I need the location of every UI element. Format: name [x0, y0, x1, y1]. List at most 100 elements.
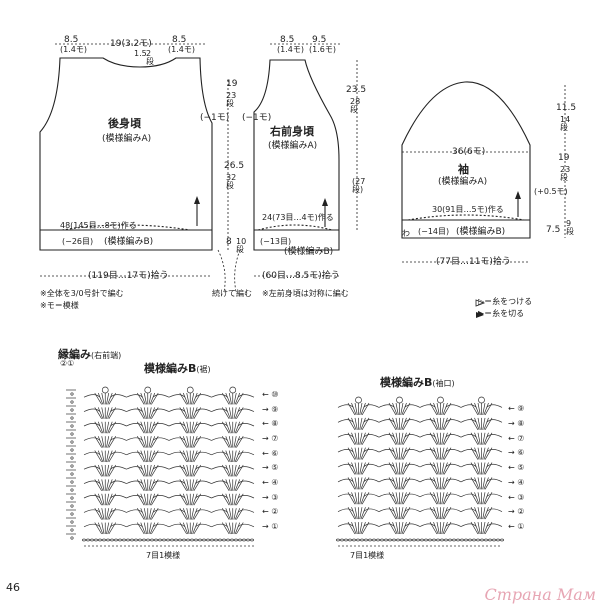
chain-arc: [419, 523, 436, 527]
tall-stitch: [360, 447, 366, 460]
tall-stitch: [442, 507, 448, 520]
chain-arc: [363, 463, 380, 468]
tall-stitch: [233, 450, 237, 463]
edge-dot: [70, 432, 74, 436]
row-number: → ⑨: [262, 404, 279, 414]
tall-stitch: [359, 432, 363, 445]
tall-stitch: [234, 522, 241, 535]
tall-stitch: [354, 507, 358, 520]
tall-stitch: [351, 402, 357, 416]
front-continue: 続けて編む: [212, 289, 252, 298]
tall-stitch: [392, 521, 398, 535]
edge-dot: [70, 504, 74, 508]
tall-stitch: [191, 392, 195, 405]
tall-stitch: [441, 492, 445, 505]
tall-stitch: [106, 493, 110, 506]
tall-stitch: [106, 508, 110, 520]
chain-arc: [460, 404, 477, 408]
tall-stitch: [191, 479, 195, 491]
tall-stitch: [482, 402, 486, 415]
tall-stitch: [192, 479, 198, 491]
chain-arc: [168, 480, 186, 484]
chain-arc: [363, 449, 380, 453]
sleeve-dec: (−14目): [418, 227, 450, 236]
tall-stitch: [477, 417, 481, 430]
tall-stitch: [360, 507, 366, 520]
chain-arc: [363, 404, 380, 408]
tall-stitch: [354, 492, 358, 505]
tall-stitch: [228, 436, 232, 448]
chain-arc: [83, 437, 101, 441]
tall-stitch: [140, 493, 146, 506]
cuff-chart: [336, 396, 504, 547]
tall-stitch: [474, 462, 480, 475]
tall-stitch: [97, 464, 104, 477]
edge-dot: [70, 464, 74, 468]
chain-stitch: [420, 538, 424, 542]
chain-arc: [337, 404, 354, 408]
chain-arc: [445, 463, 462, 468]
back-armhole-len: 19: [226, 79, 238, 89]
tall-stitch: [140, 508, 146, 520]
back-body-len: 26.5: [224, 161, 245, 171]
row-number: ← ①: [508, 522, 525, 531]
tall-stitch: [392, 462, 398, 475]
tall-stitch: [225, 436, 231, 448]
tall-stitch: [143, 407, 147, 419]
tall-stitch: [140, 522, 146, 535]
chain-arc: [460, 449, 477, 453]
tall-stitch: [107, 479, 113, 491]
tall-stitch: [234, 421, 241, 434]
chain-arc: [83, 466, 101, 470]
tall-stitch: [395, 492, 399, 505]
tall-stitch: [474, 521, 480, 535]
chain-stitch: [376, 538, 380, 542]
chain-arc: [419, 404, 436, 408]
tall-stitch: [234, 464, 241, 477]
chain-arc: [211, 466, 228, 470]
tall-stitch: [433, 462, 439, 475]
tall-stitch: [482, 417, 486, 430]
tall-stitch: [97, 407, 104, 419]
chain-stitch: [82, 538, 86, 542]
front-pattern-a: (模様編みA): [268, 141, 318, 151]
tall-stitch: [186, 421, 190, 434]
tall-stitch: [442, 492, 448, 505]
edge-dot: [70, 456, 74, 460]
tall-stitch: [436, 447, 440, 460]
edge-dot: [70, 440, 74, 444]
tall-stitch: [228, 392, 232, 405]
chain-arc: [152, 480, 170, 484]
chain-stitch: [138, 538, 142, 542]
chain-stitch: [352, 538, 356, 542]
tall-stitch: [477, 507, 481, 520]
chain-arc: [378, 523, 395, 527]
chain-arc: [419, 493, 436, 498]
tall-stitch: [395, 417, 399, 430]
chain-arc: [363, 478, 380, 483]
chain-arc: [378, 449, 395, 453]
chain-stitch: [500, 538, 504, 542]
tall-stitch: [483, 492, 489, 505]
tall-stitch: [482, 447, 486, 460]
back-neck-rows: 2段: [146, 49, 154, 66]
chain-arc: [404, 493, 421, 498]
tall-stitch: [106, 407, 110, 419]
chain-arc: [83, 451, 101, 456]
chain-arc: [404, 463, 421, 468]
cuff-repeat: 7目1模様: [350, 551, 385, 560]
chain-stitch: [468, 538, 472, 542]
tall-stitch: [225, 493, 231, 506]
edge-dot: [70, 400, 74, 404]
chain-stitch: [234, 538, 238, 542]
tall-stitch: [233, 493, 237, 506]
tall-stitch: [225, 522, 231, 535]
tall-stitch: [148, 464, 152, 477]
sleeve-pattern-b: (模様編みB): [456, 227, 506, 237]
tall-stitch: [101, 508, 105, 520]
chain-stitch: [202, 538, 206, 542]
tall-stitch: [228, 421, 232, 434]
back-shoulder-right-mo: (1.4モ): [168, 45, 195, 54]
chain-stitch: [122, 538, 126, 542]
tall-stitch: [477, 432, 481, 445]
